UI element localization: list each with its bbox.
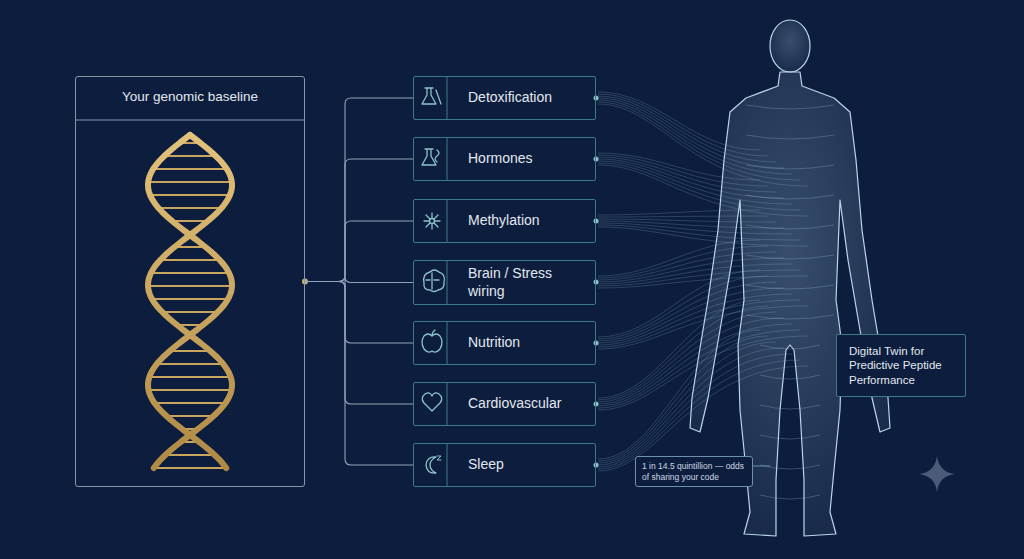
helix-strand bbox=[148, 135, 232, 468]
panel-heading: Your genomic baseline bbox=[84, 89, 296, 106]
flow-line bbox=[598, 300, 760, 398]
category-box: Methylation bbox=[413, 199, 596, 243]
port-dot bbox=[594, 280, 599, 285]
helix-rung bbox=[159, 207, 222, 209]
sparkle bbox=[919, 456, 955, 492]
helix-strand bbox=[148, 135, 232, 468]
category-box: Brain / Stress wiring bbox=[413, 260, 596, 305]
helix-rung bbox=[151, 272, 229, 274]
body-contour bbox=[760, 495, 820, 499]
box-label: Sleep bbox=[468, 456, 504, 474]
flow-line bbox=[598, 330, 760, 459]
body-contour bbox=[760, 405, 820, 409]
dna-helix bbox=[148, 135, 232, 468]
helix-rung bbox=[148, 181, 232, 183]
helix-rung bbox=[157, 363, 223, 365]
body-contour bbox=[746, 135, 834, 139]
body-contour bbox=[746, 225, 834, 229]
box-label: Digital Twin for Predictive Peptide Perf… bbox=[849, 344, 957, 387]
helix-rung bbox=[149, 389, 232, 391]
helix-rung bbox=[164, 155, 215, 157]
helix-rung bbox=[155, 402, 226, 404]
branch-connector bbox=[305, 221, 413, 282]
category-box: Detoxification bbox=[413, 76, 596, 120]
branch-connector bbox=[305, 282, 413, 344]
port-dot bbox=[594, 219, 599, 224]
callout-text: 1 in 14.5 quintillion — odds of sharing … bbox=[642, 461, 746, 482]
helix-rung bbox=[154, 467, 226, 469]
port-dot bbox=[594, 341, 599, 346]
port-dot bbox=[594, 463, 599, 468]
helix-rung bbox=[150, 194, 230, 196]
head-outline bbox=[770, 20, 810, 72]
port-dot bbox=[594, 157, 599, 162]
category-icons bbox=[422, 88, 444, 473]
box-label: Detoxification bbox=[468, 89, 552, 107]
helix-rung bbox=[165, 454, 214, 456]
body-contour bbox=[760, 375, 820, 379]
branch-connector bbox=[305, 282, 413, 405]
branch-connector bbox=[305, 282, 413, 466]
body-contour bbox=[746, 195, 834, 199]
box-label: Nutrition bbox=[468, 334, 520, 352]
category-box: Hormones bbox=[413, 137, 596, 181]
body-contour bbox=[746, 165, 834, 169]
body-contour bbox=[746, 255, 834, 259]
category-box: Sleep bbox=[413, 443, 596, 487]
helix-rung bbox=[149, 376, 230, 378]
body-contour bbox=[760, 435, 820, 439]
branch-connector bbox=[305, 98, 413, 282]
helix-rung bbox=[170, 350, 210, 352]
flow-line bbox=[598, 240, 760, 276]
header-divider bbox=[76, 120, 304, 121]
port-dot bbox=[594, 402, 599, 407]
body-contour bbox=[760, 345, 820, 349]
helix-rung bbox=[162, 311, 218, 313]
box-label: Cardiovascular bbox=[468, 395, 561, 413]
box-label: Hormones bbox=[468, 150, 533, 168]
helix-rung bbox=[160, 259, 219, 261]
body-contour bbox=[746, 105, 834, 109]
helix-rung bbox=[153, 168, 227, 170]
category-box: Nutrition bbox=[413, 321, 596, 365]
helix-rung bbox=[148, 285, 232, 287]
category-box: Cardiovascular bbox=[413, 382, 596, 426]
body-contour bbox=[746, 285, 834, 289]
leader-line bbox=[753, 466, 770, 467]
box-label: Brain / Stress wiring bbox=[468, 265, 589, 300]
digital-twin-box: Digital Twin for Predictive Peptide Perf… bbox=[836, 334, 966, 397]
genome-panel: Your genomic baseline bbox=[75, 76, 305, 487]
helix-rung bbox=[152, 298, 228, 300]
body-contour bbox=[746, 315, 834, 319]
odds-callout: 1 in 14.5 quintillion — odds of sharing … bbox=[635, 456, 753, 487]
port-dot bbox=[594, 96, 599, 101]
branch-connector bbox=[305, 159, 413, 282]
box-label: Methylation bbox=[468, 212, 540, 230]
helix-rung bbox=[166, 415, 213, 417]
